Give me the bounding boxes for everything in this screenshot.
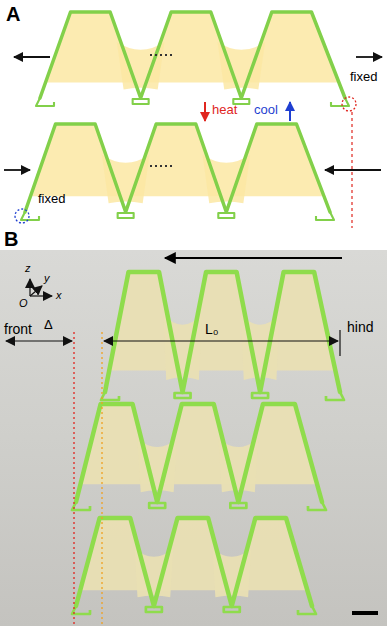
ellipsis-dots xyxy=(150,165,174,167)
fixed-marker xyxy=(342,97,356,111)
robot-foot xyxy=(175,393,191,398)
photo-background xyxy=(0,250,387,626)
motion-arrow xyxy=(165,257,342,259)
robot-frame xyxy=(105,272,340,392)
panel-label: B xyxy=(4,228,18,250)
robot-foot xyxy=(146,607,162,612)
axis-z xyxy=(29,279,30,296)
axis-y xyxy=(30,286,42,296)
robot-foot xyxy=(316,212,334,220)
robot xyxy=(72,518,316,614)
robot-foot xyxy=(224,607,240,612)
reference-line xyxy=(101,332,102,626)
length-label: L₀ xyxy=(205,322,219,337)
dimension-tick xyxy=(339,330,340,356)
robot-frame xyxy=(40,12,345,98)
scale-bar xyxy=(352,611,378,615)
front-label: front xyxy=(4,322,32,337)
cool-arrow xyxy=(289,102,291,121)
delta-label: Δ xyxy=(44,318,53,332)
robot-foot xyxy=(308,502,326,510)
force-arrow xyxy=(4,169,30,171)
robot-foot xyxy=(218,213,234,218)
axis-label: z xyxy=(25,262,31,274)
robot-frame xyxy=(76,404,322,502)
ellipsis-dots xyxy=(150,54,174,56)
reference-line xyxy=(73,332,74,626)
axis-x xyxy=(30,295,52,296)
robot-foot xyxy=(326,392,344,400)
dimension-arrow xyxy=(104,340,338,341)
dimension-arrow xyxy=(6,340,72,341)
heat-arrow xyxy=(204,102,206,121)
reference-line xyxy=(351,112,352,228)
robot-foot xyxy=(36,98,54,106)
cool-label: cool xyxy=(254,103,278,117)
robot-foot xyxy=(149,503,165,508)
force-arrow xyxy=(14,56,50,58)
robot-foot xyxy=(298,606,316,614)
robot-foot xyxy=(21,212,39,220)
robot-frame xyxy=(25,124,330,212)
panel-label: A xyxy=(6,3,20,25)
robot xyxy=(72,404,326,510)
robot-foot xyxy=(331,98,349,106)
axis-label: y xyxy=(44,272,50,284)
robot-foot xyxy=(101,392,119,400)
fixed-label: fixed xyxy=(38,192,65,206)
robot-foot xyxy=(230,503,246,508)
robot-foot xyxy=(72,502,90,510)
heat-label: heat xyxy=(212,103,237,117)
fixed-marker xyxy=(15,209,29,223)
robot-foot xyxy=(118,213,134,218)
robot-frame xyxy=(76,518,312,606)
robot-foot xyxy=(252,393,268,398)
axis-label: O xyxy=(19,297,28,309)
hind-label: hind xyxy=(347,320,373,335)
robot-foot xyxy=(133,99,149,104)
robot-foot xyxy=(72,606,90,614)
axis-label: x xyxy=(56,289,62,301)
robot xyxy=(101,272,344,400)
fixed-label: fixed xyxy=(350,70,377,84)
force-arrow xyxy=(325,169,381,171)
robot xyxy=(21,124,334,220)
robot xyxy=(36,12,349,106)
force-arrow xyxy=(356,56,382,58)
